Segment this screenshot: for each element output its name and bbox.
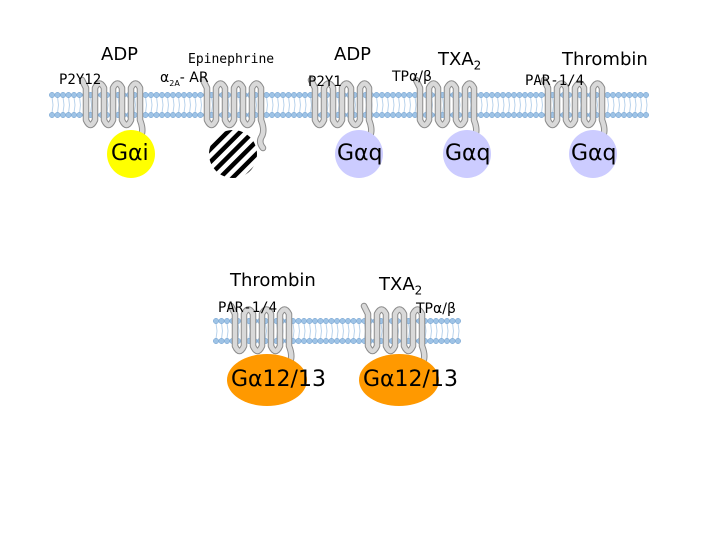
receptor-tp-top-shape — [412, 76, 480, 152]
gprotein-label-ga1213-par: Gα12/13 — [231, 367, 326, 392]
receptor-par-top-shape — [540, 76, 608, 152]
gprotein-label-gaq-p2y1: Gαq — [337, 141, 383, 166]
ligand-thrombin-bottom: Thrombin — [230, 270, 316, 291]
receptor-par-bottom-shape — [227, 302, 295, 378]
receptor-p2y12: P2Y12 — [59, 72, 102, 88]
receptor-p2y1: P2Y1 — [308, 74, 342, 90]
receptor-tp-top: TPα/β — [392, 69, 432, 85]
receptor-a2a-ar-shape — [199, 76, 267, 152]
gprotein-gai — [107, 130, 155, 178]
gprotein-label-gaq-par: Gαq — [571, 141, 617, 166]
gprotein-gaz — [209, 130, 257, 178]
receptor-tp-bottom: TPα/β — [416, 301, 456, 317]
receptor-par-top: PAR-1/4 — [525, 73, 585, 89]
gprotein-ga1213-par — [227, 354, 307, 406]
ligand-epinephrine: Epinephrine — [188, 52, 275, 67]
receptor-a2a-ar: α2A- AR — [160, 70, 209, 88]
gprotein-ga1213-tp — [359, 354, 439, 406]
ligand-txa2-bottom: TXA2 — [379, 274, 423, 298]
receptor-p2y1-shape — [307, 76, 375, 152]
gprotein-gaq-par — [569, 130, 617, 178]
gprotein-label-gai: Gαi — [111, 141, 149, 166]
ligand-thrombin-top: Thrombin — [562, 49, 648, 70]
gprotein-gaq-tp — [443, 130, 491, 178]
gprotein-label-ga1213-tp: Gα12/13 — [363, 367, 458, 392]
ligand-txa2-top: TXA2 — [438, 49, 482, 73]
ligand-adp-p2y12: ADP — [101, 44, 139, 65]
receptor-tp-bottom-shape — [360, 302, 428, 378]
ligand-adp-p2y1: ADP — [334, 44, 372, 65]
receptor-p2y12-shape — [78, 76, 146, 152]
gprotein-label-gaq-tp: Gαq — [445, 141, 491, 166]
gprotein-gaq-p2y1 — [335, 130, 383, 178]
receptor-par-bottom: PAR-1/4 — [218, 300, 278, 316]
